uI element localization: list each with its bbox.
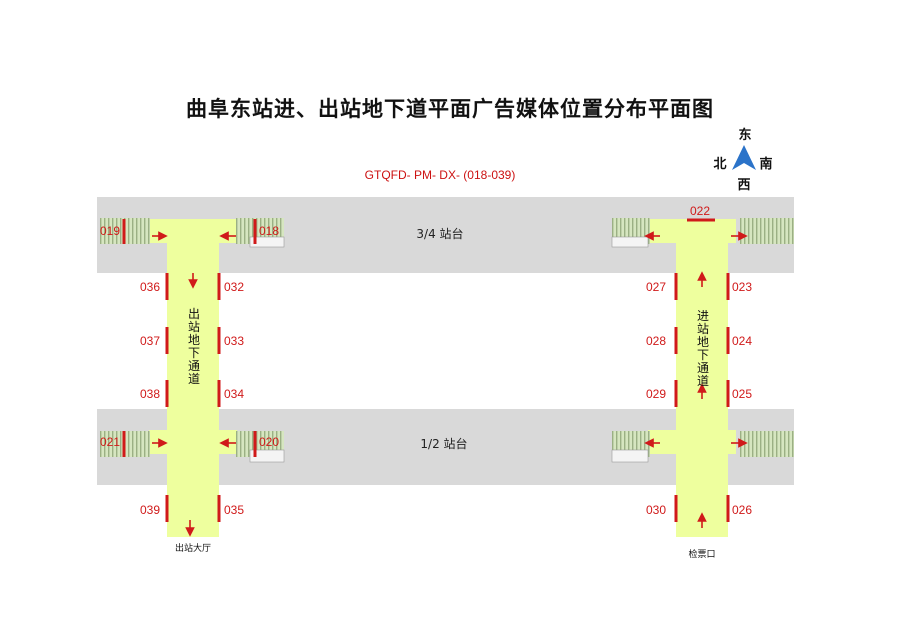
ad-label-019: 019 bbox=[100, 224, 120, 238]
svg-text:通: 通 bbox=[697, 361, 709, 375]
ad-label-033: 033 bbox=[224, 334, 244, 348]
ad-label-039: 039 bbox=[140, 503, 160, 517]
svg-text:地: 地 bbox=[697, 335, 709, 349]
ad-label-038: 038 bbox=[140, 387, 160, 401]
ad-label-037: 037 bbox=[140, 334, 160, 348]
svg-text:进: 进 bbox=[697, 309, 709, 323]
ad-label-024: 024 bbox=[732, 334, 752, 348]
compass-west: 西 bbox=[737, 178, 750, 193]
page-title: 曲阜东站进、出站地下道平面广告媒体位置分布平面图 bbox=[186, 97, 714, 121]
ad-label-029: 029 bbox=[646, 387, 666, 401]
svg-text:通: 通 bbox=[188, 359, 200, 373]
svg-text:道: 道 bbox=[697, 374, 709, 388]
svg-text:站: 站 bbox=[188, 320, 200, 334]
media-code: GTQFD- PM- DX- (018-039) bbox=[364, 168, 516, 182]
compass-south: 南 bbox=[759, 156, 772, 172]
ad-label-020: 020 bbox=[259, 435, 279, 449]
svg-text:站: 站 bbox=[697, 322, 709, 336]
exit-hall-label: 出站大厅 bbox=[175, 542, 211, 554]
platform-upper-label: 3/4 站台 bbox=[416, 226, 463, 241]
entry-corridor-label: 进 站 地 下 通 道 bbox=[697, 309, 709, 388]
svg-text:下: 下 bbox=[697, 348, 709, 362]
ad-label-022: 022 bbox=[690, 204, 710, 218]
ad-label-032: 032 bbox=[224, 280, 244, 294]
ad-label-027: 027 bbox=[646, 280, 666, 294]
ad-label-034: 034 bbox=[224, 387, 244, 401]
svg-text:出: 出 bbox=[188, 307, 200, 321]
ad-label-021: 021 bbox=[100, 435, 120, 449]
ad-label-035: 035 bbox=[224, 503, 244, 517]
ad-label-018: 018 bbox=[259, 224, 279, 238]
exit-corridor-label: 出 站 地 下 通 道 bbox=[188, 307, 200, 386]
compass-arrow-icon bbox=[732, 145, 756, 170]
ad-label-028: 028 bbox=[646, 334, 666, 348]
ticket-gate-label: 检票口 bbox=[688, 548, 715, 560]
platform-lower-label: 1/2 站台 bbox=[420, 436, 467, 451]
entry-corridor bbox=[648, 219, 736, 537]
ad-label-030: 030 bbox=[646, 503, 666, 517]
ad-label-026: 026 bbox=[732, 503, 752, 517]
exit-corridor bbox=[149, 219, 237, 537]
ad-label-036: 036 bbox=[140, 280, 160, 294]
flow-arrows bbox=[152, 231, 748, 537]
svg-text:道: 道 bbox=[188, 372, 200, 386]
compass: 东 北 南 西 bbox=[713, 127, 772, 193]
ad-label-025: 025 bbox=[732, 387, 752, 401]
compass-east: 东 bbox=[738, 127, 751, 143]
ad-panels bbox=[122, 218, 730, 522]
ad-label-023: 023 bbox=[732, 280, 752, 294]
compass-north: 北 bbox=[713, 157, 726, 172]
svg-text:地: 地 bbox=[188, 333, 200, 347]
svg-text:下: 下 bbox=[188, 346, 200, 360]
